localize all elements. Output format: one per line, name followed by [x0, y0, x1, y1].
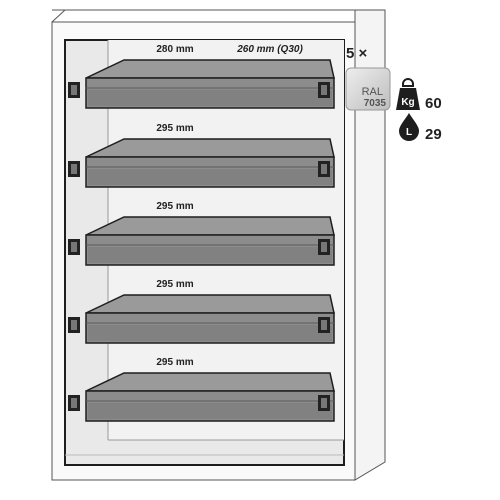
drawer-shadow — [88, 325, 332, 341]
drawer-tray-top — [85, 59, 335, 79]
drawer-slide-left-inner — [71, 398, 77, 408]
drawer: 280 mm 260 mm (Q30) — [68, 44, 335, 109]
drawer-slide-left-inner — [71, 164, 77, 174]
drawer-front — [85, 156, 335, 188]
drawer: 295 mm — [68, 201, 335, 266]
drawer-shadow — [88, 403, 332, 419]
cabinet-top-bevel — [51, 9, 66, 23]
drawer-front — [85, 77, 335, 109]
liquid-drop-icon-text: L — [406, 127, 412, 138]
drawer-count-label: 5 × — [346, 45, 368, 62]
drawer-slide-left-inner — [71, 242, 77, 252]
drawer-extra-label: 260 mm (Q30) — [236, 44, 303, 55]
drawer: 295 mm — [68, 357, 335, 422]
drawer-shadow — [88, 169, 332, 185]
drawer: 295 mm — [68, 279, 335, 344]
color-swatch-line2: 7035 — [364, 98, 387, 109]
drawer-slide-right-inner — [321, 85, 327, 95]
drawer-tray-top — [85, 372, 335, 392]
color-swatch — [345, 67, 391, 111]
drawer-slide-right-inner — [321, 164, 327, 174]
drawer-front — [85, 234, 335, 266]
drawer-tray-top — [85, 138, 335, 158]
volume-value: 29 — [425, 126, 442, 143]
drawer-tray-top — [85, 294, 335, 314]
drawer-slide-right-inner — [321, 242, 327, 252]
drawer-stack: 280 mm 260 mm (Q30) 295 mm 295 mm 295 mm 295 … — [68, 44, 335, 422]
drawer-front — [85, 312, 335, 344]
weight-kg-icon: Kg — [396, 78, 420, 110]
weight-kg-icon-text: Kg — [401, 97, 414, 108]
color-swatch-line1: RAL — [362, 86, 383, 98]
drawer-slide-right-inner — [321, 320, 327, 330]
drawer-width-label: 295 mm — [156, 279, 193, 290]
drawer-shadow — [88, 247, 332, 263]
drawer-slide-right-inner — [321, 398, 327, 408]
drawer-front — [85, 390, 335, 422]
drawer-shadow — [88, 90, 332, 106]
drawer: 295 mm — [68, 123, 335, 188]
drawer-slide-left-inner — [71, 85, 77, 95]
drawer-width-label: 295 mm — [156, 123, 193, 134]
liquid-drop-icon: L — [399, 113, 419, 141]
drawer-width-label: 295 mm — [156, 357, 193, 368]
load-capacity-value: 60 — [425, 95, 442, 112]
drawer-width-label: 280 mm — [156, 44, 193, 55]
drawer-slide-left-inner — [71, 320, 77, 330]
drawer-tray-top — [85, 216, 335, 236]
drawer-width-label: 295 mm — [156, 201, 193, 212]
